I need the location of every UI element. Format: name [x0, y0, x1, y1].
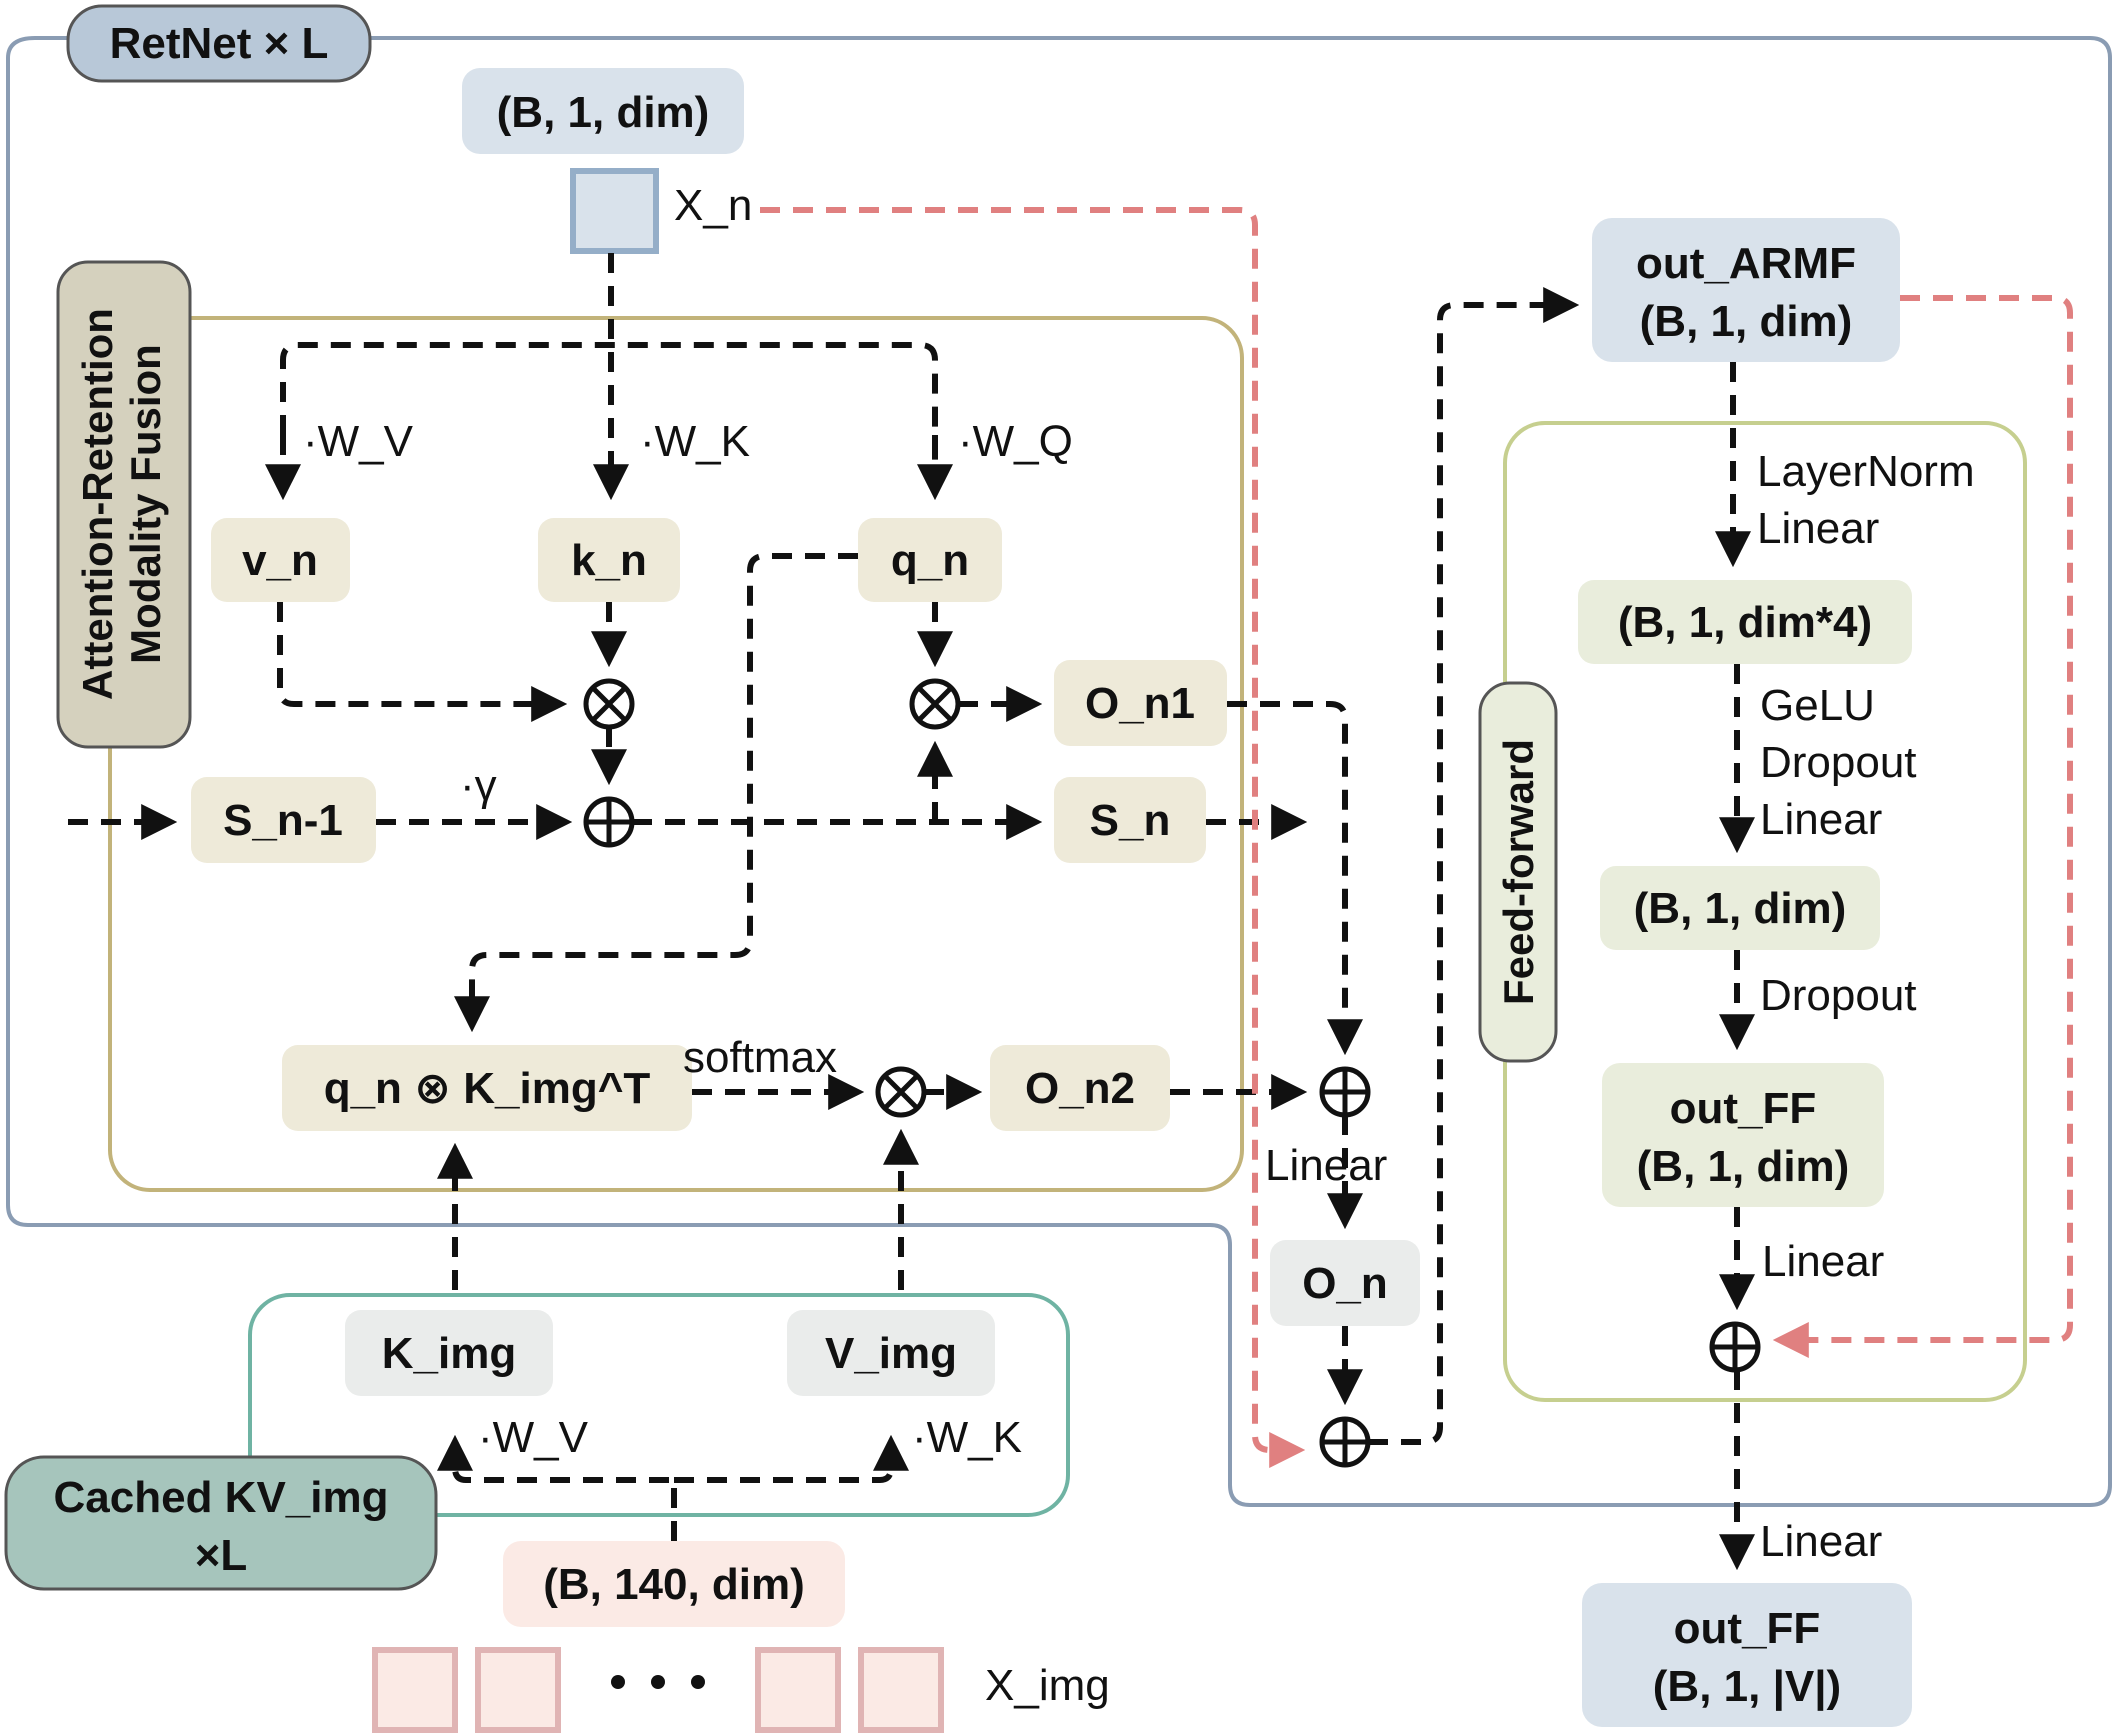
final-output-node: out_FF (B, 1, |V|)	[1582, 1583, 1912, 1727]
x-img-tokens	[372, 1647, 944, 1733]
o-n2-node: O_n2	[990, 1045, 1170, 1131]
svg-text:out_FF: out_FF	[1674, 1604, 1821, 1653]
multiply-op-img	[875, 1066, 927, 1118]
cached-kv-title-line2: ×L	[195, 1531, 248, 1580]
svg-text:S_n-1: S_n-1	[223, 796, 343, 845]
k-img-node: K_img	[345, 1310, 553, 1396]
w-k-label: ·W_K	[640, 417, 750, 466]
out-armf-node: out_ARMF (B, 1, dim)	[1592, 218, 1900, 362]
residual-arrows	[760, 207, 2073, 1468]
armf-title-tab: Attention-Retention Modality Fusion	[56, 260, 192, 749]
add-op-o-n	[1319, 1066, 1371, 1118]
retnet-title-tab: RetNet × L	[66, 4, 372, 83]
ff-step3-label: Dropout	[1760, 971, 1917, 1020]
svg-text:(B, 140, dim): (B, 140, dim)	[543, 1560, 805, 1609]
feed-forward-title: Feed-forward	[1495, 739, 1542, 1005]
feed-forward-title-tab: Feed-forward	[1478, 681, 1558, 1063]
add-op-residual	[1319, 1416, 1371, 1468]
cached-kv-title-line1: Cached KV_img	[54, 1473, 389, 1522]
multiply-op-q	[909, 678, 961, 730]
svg-text:q_n ⊗ K_img^T: q_n ⊗ K_img^T	[324, 1064, 651, 1113]
svg-text:v_n: v_n	[242, 536, 318, 585]
svg-text:K_img: K_img	[382, 1329, 516, 1378]
out-ff-node: out_FF (B, 1, dim)	[1602, 1063, 1884, 1207]
svg-text:(B, 1, dim*4): (B, 1, dim*4)	[1618, 598, 1872, 647]
svg-text:O_n: O_n	[1302, 1259, 1388, 1308]
x-img-label: X_img	[985, 1661, 1110, 1710]
svg-text:V_img: V_img	[825, 1329, 957, 1378]
svg-text:S_n: S_n	[1090, 796, 1171, 845]
img-w-v-label: ·W_V	[478, 1413, 589, 1462]
q-n-node: q_n	[858, 518, 1002, 602]
w-q-label: ·W_Q	[958, 417, 1073, 466]
img-w-k-label: ·W_K	[912, 1413, 1022, 1462]
o-n-node: O_n	[1270, 1240, 1420, 1326]
k-n-node: k_n	[538, 518, 680, 602]
w-v-label: ·W_V	[303, 417, 414, 466]
armf-container	[108, 316, 1244, 1192]
svg-text:(B, 1, dim): (B, 1, dim)	[1640, 297, 1853, 346]
dashed-arrows	[68, 253, 1755, 1571]
armf-title-line2: Modality Fusion	[122, 344, 169, 664]
svg-text:out_FF: out_FF	[1670, 1084, 1817, 1133]
svg-text:(B, 1, dim): (B, 1, dim)	[1637, 1142, 1850, 1191]
ff-shape1-node: (B, 1, dim*4)	[1578, 580, 1912, 664]
svg-text:(B, 1, dim): (B, 1, dim)	[497, 88, 710, 137]
svg-text:(B, 1, |V|): (B, 1, |V|)	[1653, 1662, 1841, 1712]
s-n-node: S_n	[1054, 777, 1206, 863]
o-n1-node: O_n1	[1054, 660, 1227, 746]
x-n-label: X_n	[674, 181, 752, 230]
multiply-op-kv	[583, 678, 635, 730]
retnet-container	[6, 36, 2112, 1507]
x-n-token	[570, 168, 659, 254]
svg-text:q_n: q_n	[891, 536, 969, 585]
svg-text:(B, 1, dim): (B, 1, dim)	[1634, 884, 1847, 933]
armf-title-line1: Attention-Retention	[74, 308, 121, 700]
svg-text:k_n: k_n	[571, 536, 647, 585]
cached-kv-container	[248, 1293, 1070, 1517]
q-k-img-node: q_n ⊗ K_img^T	[282, 1045, 692, 1131]
ff-step2-line1: GeLU	[1760, 681, 1875, 730]
v-img-node: V_img	[787, 1310, 995, 1396]
cached-kv-title-tab: Cached KV_img ×L	[4, 1455, 438, 1591]
v-n-node: v_n	[211, 518, 350, 602]
svg-text:out_ARMF: out_ARMF	[1636, 239, 1856, 288]
ff-step2-line2: Dropout	[1760, 738, 1917, 787]
s-n-prev-node: S_n-1	[191, 777, 376, 863]
input-shape-node: (B, 1, dim)	[462, 68, 744, 154]
image-shape-node: (B, 140, dim)	[503, 1541, 845, 1627]
ff-step1-line2: Linear	[1757, 504, 1879, 553]
add-op-state	[583, 796, 635, 848]
ff-step2-line3: Linear	[1760, 795, 1882, 844]
ff-shape2-node: (B, 1, dim)	[1600, 866, 1880, 950]
softmax-label: softmax	[683, 1033, 837, 1082]
ff-linear-label: Linear	[1762, 1237, 1884, 1286]
ff-step1-line1: LayerNorm	[1757, 447, 1975, 496]
linear-mid-label: Linear	[1265, 1141, 1387, 1190]
final-linear-label: Linear	[1760, 1517, 1882, 1566]
retnet-title: RetNet × L	[110, 19, 329, 68]
add-op-ff-residual	[1709, 1321, 1761, 1373]
svg-text:O_n1: O_n1	[1085, 679, 1195, 728]
gamma-label: ·γ	[460, 761, 497, 810]
svg-text:O_n2: O_n2	[1025, 1064, 1135, 1113]
